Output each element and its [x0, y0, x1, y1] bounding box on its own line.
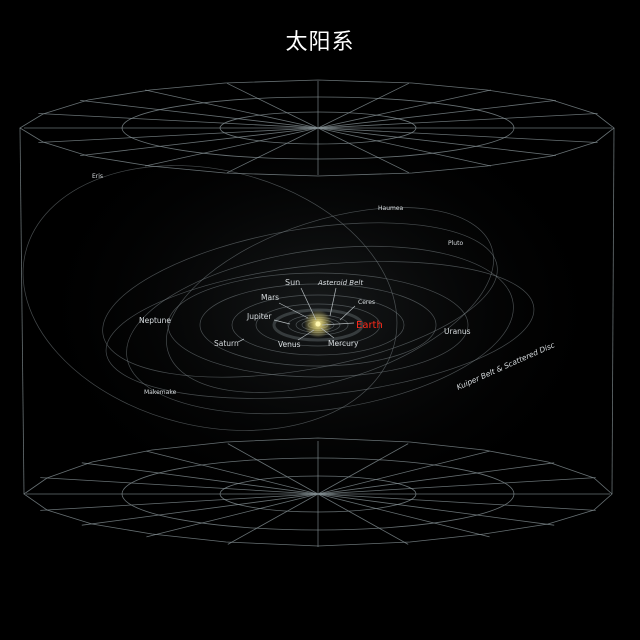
leader-venus [297, 329, 315, 341]
leader-mercury [320, 327, 335, 339]
top-disc-spoke [317, 100, 556, 129]
orbit-eris [22, 165, 398, 431]
bottom-disc-spoke [227, 443, 319, 495]
top-disc-spoke [145, 127, 319, 167]
label-makemake: Makemake [144, 389, 177, 396]
label-saturn: Saturn [214, 339, 239, 348]
orbits [22, 165, 535, 431]
bottom-disc-spoke [81, 462, 319, 495]
top-disc-spoke [38, 113, 319, 129]
top-disc-spoke [317, 127, 598, 143]
label-ceres: Ceres [358, 299, 375, 306]
orbit-kuiper [126, 245, 514, 415]
label-pluto: Pluto [448, 240, 463, 247]
top-disc-spoke [80, 127, 319, 156]
label-venus: Venus [278, 340, 301, 349]
orbit-pluto [166, 207, 494, 393]
leader-earth [321, 322, 355, 326]
label-eris: Eris [92, 173, 103, 180]
label-neptune: Neptune [139, 316, 171, 325]
leader-jupiter [273, 319, 291, 325]
bottom-disc-spoke [317, 493, 409, 545]
bottom-disc-spoke [40, 493, 319, 511]
bottom-disc-spoke [317, 450, 490, 495]
leader-mars [278, 302, 309, 319]
top-disc-spoke [226, 127, 319, 174]
top-disc-spoke [317, 113, 598, 129]
bottom-disc-spoke [317, 443, 409, 495]
orbit-haumea [102, 222, 498, 378]
bottom-disc-spoke [227, 493, 319, 545]
top-disc-spoke [317, 82, 410, 129]
page-title: 太阳系 [285, 30, 355, 55]
sun [315, 321, 321, 327]
bottom-disc-spoke [317, 493, 596, 511]
leader-lines [237, 287, 356, 343]
orbit-saturn [231, 294, 405, 356]
top-disc-spoke [145, 89, 319, 129]
bottom-disc-spoke [40, 477, 319, 495]
top-disc-spoke [80, 100, 319, 129]
leader-ceres [339, 305, 356, 321]
bottom-disc-spoke [317, 493, 555, 526]
label-jupiter: Jupiter [246, 312, 272, 321]
top-disc-spoke [317, 89, 491, 129]
bottom-disc-spoke [146, 450, 319, 495]
bottom-disc-spoke [317, 477, 596, 495]
cylinder-side-right [611, 127, 615, 495]
label-mercury: Mercury [328, 339, 359, 348]
leader-asteroid-belt [329, 287, 337, 317]
label-sun: Sun [285, 278, 300, 287]
bottom-disc-rim [23, 437, 613, 547]
label-asteroid-belt: Asteroid Belt [317, 279, 363, 287]
bottom-disc-spoke [81, 493, 319, 526]
bottom-disc [23, 437, 613, 547]
label-uranus: Uranus [444, 327, 471, 336]
bottom-disc-spoke [146, 493, 319, 538]
leader-saturn [237, 338, 245, 343]
label-mars: Mars [261, 293, 279, 302]
orbit-neptune [167, 272, 469, 378]
label-haumea: Haumea [378, 205, 404, 212]
top-disc-spoke [317, 127, 491, 167]
top-disc-spoke [226, 82, 319, 129]
bottom-disc-spoke [317, 462, 555, 495]
top-disc [19, 79, 615, 177]
bottom-disc-spoke [317, 493, 490, 538]
cylinder-side-left [19, 127, 25, 495]
orbit-jupiter [255, 303, 381, 347]
orbit-uranus [199, 283, 437, 367]
top-disc-spoke [317, 127, 410, 174]
orbit-makemake [105, 261, 535, 399]
leader-sun [300, 287, 317, 321]
label-earth: Earth [356, 320, 383, 331]
top-disc-spoke [38, 127, 319, 143]
top-disc-rim [19, 79, 615, 177]
top-disc-spoke [317, 127, 556, 156]
